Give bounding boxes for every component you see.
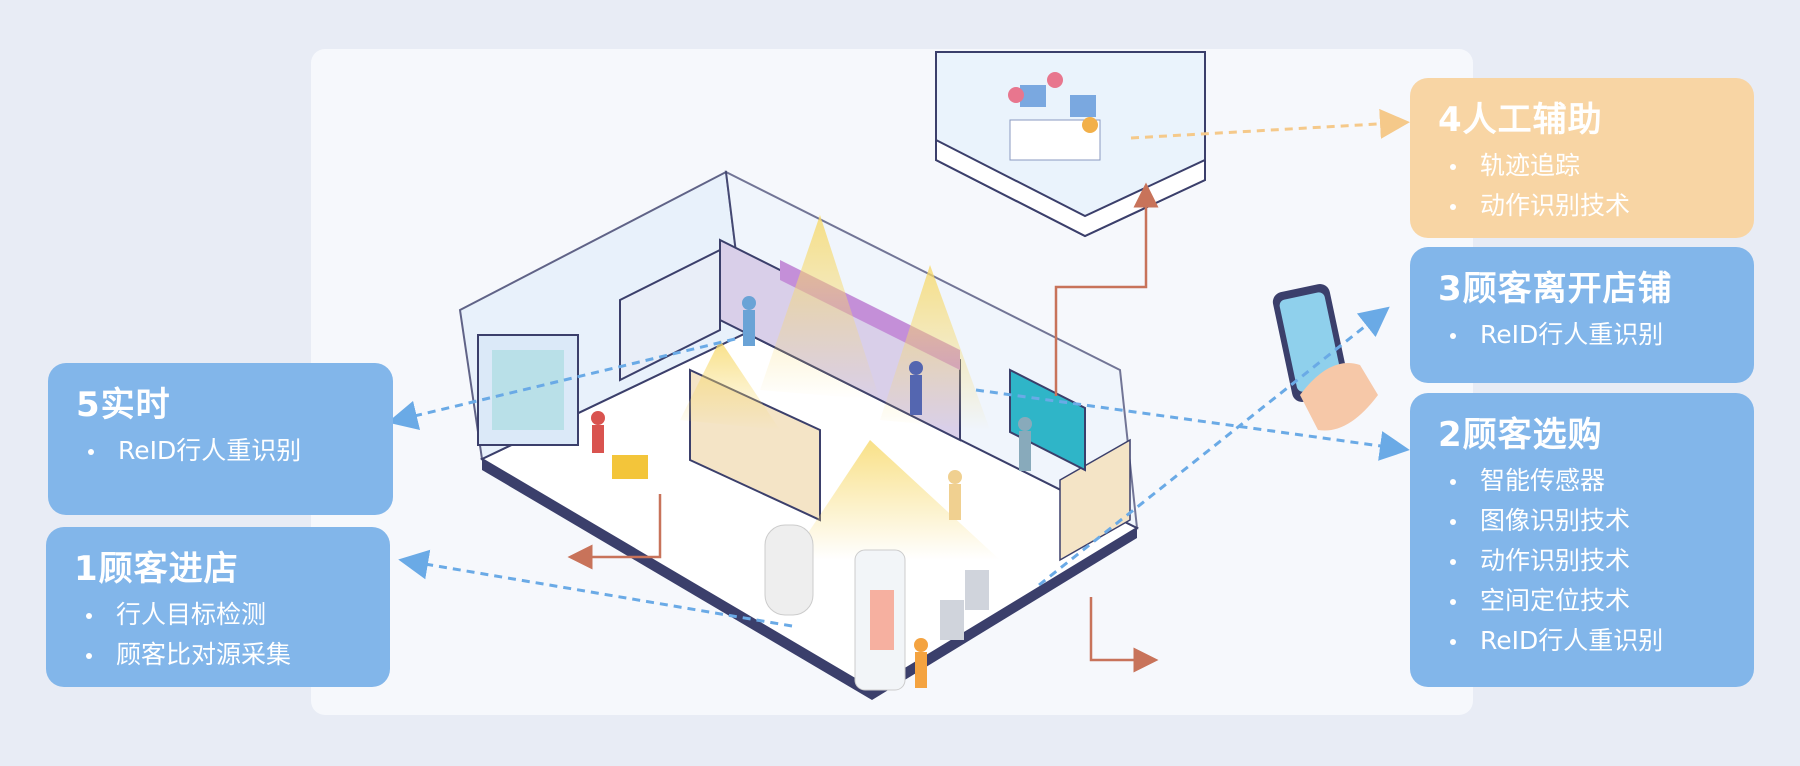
card-step5-realtime: 5实时 ReID行人重识别 [48, 363, 393, 515]
store-floorplan [458, 170, 1140, 700]
arrow-to-step3 [1038, 306, 1390, 587]
card-step4-manual-assist: 4人工辅助 轨迹追踪 动作识别技术 [1410, 78, 1754, 238]
card-item: ReID行人重识别 [1450, 315, 1754, 355]
path-arrow-2 [1054, 182, 1159, 396]
card-item: 行人目标检测 [86, 595, 390, 635]
arrow-to-step4 [1130, 108, 1410, 140]
card-title: 5实时 [76, 385, 171, 425]
card-item: 动作识别技术 [1450, 186, 1754, 226]
path-arrow-3 [1089, 597, 1159, 673]
card-step1-enter-store: 1顾客进店 行人目标检测 顾客比对源采集 [46, 527, 390, 687]
card-item: 轨迹追踪 [1450, 146, 1754, 186]
card-title: 2顾客选购 [1438, 415, 1603, 455]
card-item: ReID行人重识别 [88, 431, 393, 471]
arrow-to-step2 [975, 388, 1410, 461]
card-title: 3顾客离开店铺 [1438, 269, 1673, 309]
card-title: 1顾客进店 [74, 549, 239, 589]
card-item: 图像识别技术 [1450, 501, 1754, 541]
smartphone-illustration [1272, 284, 1378, 431]
card-item: 智能传感器 [1450, 461, 1754, 501]
path-arrow-1 [567, 494, 662, 570]
card-item: 顾客比对源采集 [86, 635, 390, 675]
arrow-to-step5 [387, 337, 736, 431]
card-step3-leave-store: 3顾客离开店铺 ReID行人重识别 [1410, 247, 1754, 383]
monitoring-office [935, 51, 1206, 238]
card-title: 4人工辅助 [1438, 100, 1603, 140]
card-item: 空间定位技术 [1450, 581, 1754, 621]
card-step2-shopping: 2顾客选购 智能传感器 图像识别技术 动作识别技术 空间定位技术 ReID行人重… [1410, 393, 1754, 687]
card-item: 动作识别技术 [1450, 541, 1754, 581]
card-item: ReID行人重识别 [1450, 621, 1754, 661]
